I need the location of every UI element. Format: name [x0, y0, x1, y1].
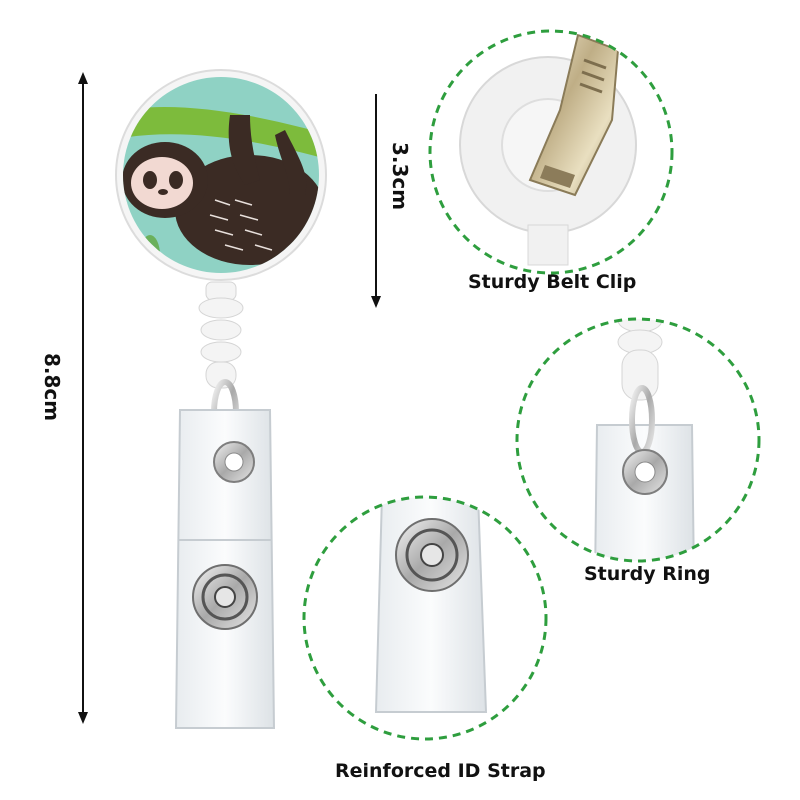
label-ring: Sturdy Ring	[584, 563, 711, 585]
detail-ring	[515, 317, 761, 563]
detail-id-strap	[302, 495, 548, 741]
dimension-arrow-badge	[371, 94, 381, 308]
snap-icon	[192, 564, 258, 630]
dimension-badge-diameter: 3.3cm	[388, 141, 412, 211]
label-belt-clip: Sturdy Belt Clip	[468, 271, 637, 293]
snap-detail-icon	[395, 518, 469, 592]
detail-belt-clip	[428, 29, 674, 275]
dimension-total-height: 8.8cm	[40, 352, 64, 422]
dimension-arrow-total	[78, 72, 88, 724]
ring-icon	[622, 385, 668, 495]
label-id-strap: Reinforced ID Strap	[335, 760, 546, 782]
